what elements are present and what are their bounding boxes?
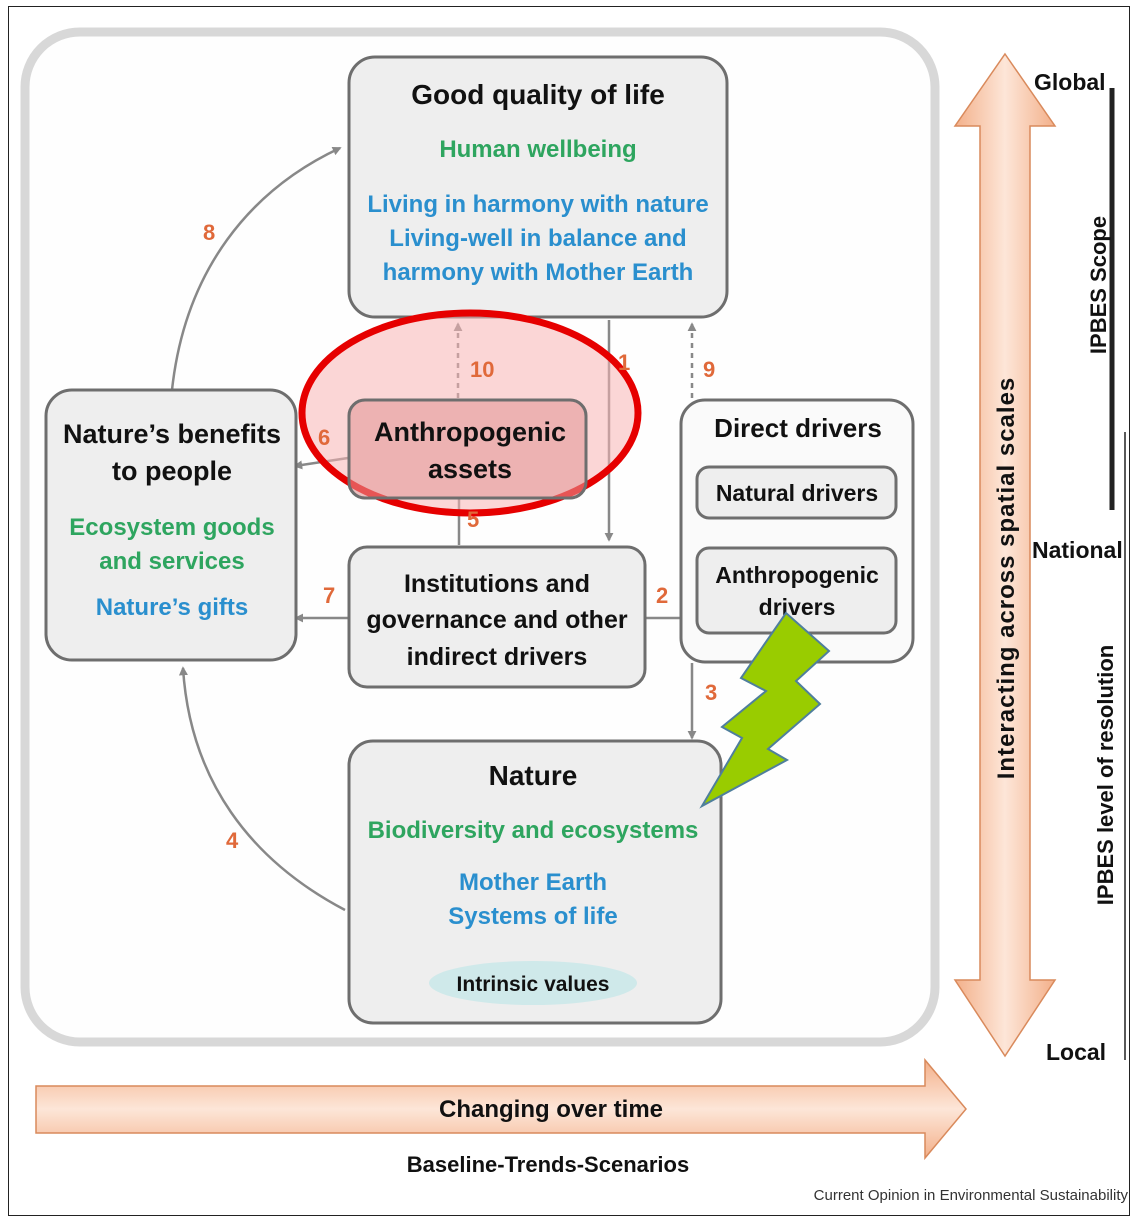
nature-box <box>347 739 723 1025</box>
arrow-8 <box>170 146 342 391</box>
intrinsic-values-ellipse <box>429 961 637 1005</box>
anthropogenic-drivers-label-2: drivers <box>759 594 836 620</box>
natures-gifts-label: Nature’s gifts <box>96 594 248 621</box>
harmony-label-1: Living in harmony with nature <box>367 191 708 218</box>
natural-drivers-box <box>695 465 898 520</box>
scale-global-label: Global <box>1034 69 1106 95</box>
assets-label-1: Anthropogenic <box>374 417 566 447</box>
ecosystem-goods-label-2: and services <box>99 548 244 575</box>
ipbes-resolution-label: IPBES level of resolution <box>1093 645 1118 905</box>
systems-of-life-label: Systems of life <box>448 903 617 930</box>
spatial-scale-arrow <box>953 52 1057 1058</box>
harmony-label-2: Living-well in balance and <box>389 225 686 252</box>
link-number-10: 10 <box>470 357 494 382</box>
ecosystem-goods-label-1: Ecosystem goods <box>69 514 274 541</box>
figure-frame <box>8 6 1130 1216</box>
human-wellbeing-label: Human wellbeing <box>439 136 636 163</box>
institutions-label-1: Institutions and <box>404 570 590 598</box>
ipbes-scope-label: IPBES Scope <box>1086 216 1111 354</box>
assets-box-highlighted <box>347 398 588 500</box>
benefits-box <box>44 388 298 662</box>
harmony-label-3: harmony with Mother Earth <box>383 259 694 286</box>
interacting-scales-label: Interacting across spatial scales <box>993 377 1020 780</box>
link-number-5: 5 <box>467 507 479 532</box>
institutions-box <box>347 545 647 689</box>
link-number-8: 8 <box>203 220 215 245</box>
link-number-2: 2 <box>656 583 668 608</box>
institutions-label-3: indirect drivers <box>407 643 588 671</box>
arrow-4 <box>178 666 346 912</box>
baseline-trends-scenarios-label: Baseline-Trends-Scenarios <box>407 1152 689 1177</box>
institutions-label-2: governance and other <box>366 606 627 634</box>
link-number-6: 6 <box>318 425 330 450</box>
intrinsic-values-label: Intrinsic values <box>457 973 610 996</box>
nature-title: Nature <box>489 760 578 791</box>
link-number-9: 9 <box>703 357 715 382</box>
time-arrow <box>35 1057 967 1161</box>
link-number-7: 7 <box>323 583 335 608</box>
quality-of-life-box <box>347 55 729 319</box>
scale-local-label: Local <box>1046 1039 1106 1065</box>
mother-earth-label: Mother Earth <box>459 869 607 896</box>
changing-over-time-label: Changing over time <box>439 1096 663 1123</box>
lightning-bolt-icon <box>699 611 831 809</box>
link-number-4: 4 <box>226 828 239 853</box>
assets-label-2: assets <box>428 454 512 484</box>
anthropogenic-drivers-box <box>695 546 898 635</box>
quality-of-life-title: Good quality of life <box>411 79 665 110</box>
biodiversity-label: Biodiversity and ecosystems <box>368 817 699 844</box>
link-number-1: 1 <box>618 350 630 375</box>
benefits-title-2: to people <box>112 456 232 486</box>
scale-national-label: National <box>1032 537 1123 563</box>
benefits-title-1: Nature’s benefits <box>63 419 281 449</box>
natural-drivers-label: Natural drivers <box>716 480 878 506</box>
link-number-3: 3 <box>705 680 717 705</box>
anthropogenic-drivers-label-1: Anthropogenic <box>715 562 879 588</box>
direct-drivers-title: Direct drivers <box>714 413 882 443</box>
journal-credit: Current Opinion in Environmental Sustain… <box>814 1187 1129 1204</box>
